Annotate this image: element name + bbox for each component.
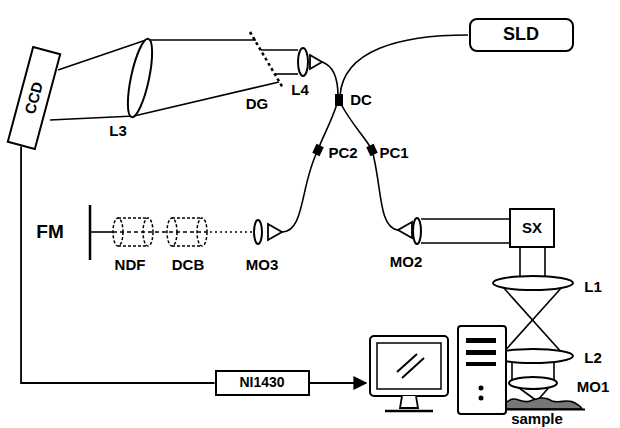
lens xyxy=(254,220,262,244)
part-label: L2 xyxy=(584,350,602,367)
screen-glare xyxy=(397,354,417,372)
drive-slot xyxy=(466,338,496,343)
beam xyxy=(502,286,563,354)
polarization-controller xyxy=(366,144,377,156)
filter xyxy=(118,217,148,219)
dispersion-block xyxy=(167,218,177,246)
fiber xyxy=(282,104,337,232)
beam xyxy=(146,39,256,41)
computer-tower xyxy=(458,326,506,414)
part-label: MO3 xyxy=(246,257,279,274)
fiber xyxy=(341,104,398,230)
filter xyxy=(118,245,148,247)
part-label: DCB xyxy=(172,257,205,274)
filter xyxy=(143,218,153,246)
beam xyxy=(90,231,113,233)
fiber-tip xyxy=(310,55,322,69)
camera-box: CCD xyxy=(7,46,62,150)
sample-surface xyxy=(494,398,582,409)
grating xyxy=(250,32,283,88)
scanner-box: SX xyxy=(509,208,555,248)
signal-cable xyxy=(21,146,214,383)
part-label: DC xyxy=(350,92,372,109)
lens xyxy=(413,218,421,244)
monitor-screen xyxy=(377,343,441,389)
node-label: CCD xyxy=(22,80,46,116)
dispersion-block xyxy=(172,217,202,219)
drive-slot xyxy=(466,350,496,355)
part-label: sample xyxy=(511,411,563,428)
beam xyxy=(421,242,510,244)
beam xyxy=(113,231,205,233)
node-label: SX xyxy=(522,220,542,237)
part-label: L1 xyxy=(584,279,602,296)
part-label: L3 xyxy=(109,123,127,140)
beam xyxy=(502,286,563,354)
part-label: L4 xyxy=(291,82,309,99)
fiber xyxy=(322,62,338,96)
beam xyxy=(205,231,254,233)
part-label: PC2 xyxy=(328,145,357,162)
monitor xyxy=(370,336,448,396)
beam xyxy=(134,82,279,116)
part-label: FM xyxy=(36,222,63,243)
part-label: NDF xyxy=(115,257,146,274)
beam xyxy=(519,248,521,278)
power-button xyxy=(479,396,484,401)
fiber-tip xyxy=(398,222,412,238)
polarization-controller xyxy=(312,144,323,156)
beam xyxy=(50,116,134,120)
part-label: MO1 xyxy=(577,379,610,396)
source-box: SLD xyxy=(469,18,574,52)
drive-slot xyxy=(466,362,496,366)
lens xyxy=(298,48,308,76)
lens xyxy=(123,37,157,119)
data-arrow xyxy=(310,382,366,384)
fiber xyxy=(340,35,468,96)
fiber-tip xyxy=(268,224,282,240)
dispersion-block xyxy=(172,245,202,247)
lens xyxy=(509,377,557,389)
part-label: MO2 xyxy=(390,254,423,271)
beam xyxy=(421,218,510,220)
part-label: PC1 xyxy=(379,145,408,162)
daq-box: NI1430 xyxy=(215,370,310,396)
monitor-base xyxy=(385,410,433,413)
beam xyxy=(544,248,546,278)
filter xyxy=(113,218,123,246)
part-label: DG xyxy=(246,96,269,113)
beam xyxy=(275,73,298,75)
coupler xyxy=(335,94,343,106)
node-label: NI1430 xyxy=(239,375,284,390)
lens xyxy=(493,276,573,290)
beam xyxy=(261,49,298,51)
monitor-stand xyxy=(400,396,418,408)
screen-glare xyxy=(402,358,424,378)
dispersion-block xyxy=(197,218,207,246)
node-label: SLD xyxy=(503,25,539,45)
power-button xyxy=(479,386,484,391)
